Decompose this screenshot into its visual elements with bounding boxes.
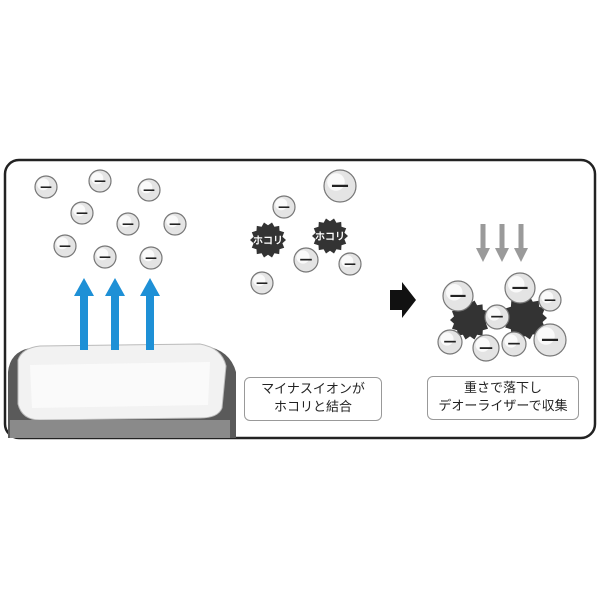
negative-ion: —: [93, 245, 117, 269]
negative-ion: —: [116, 212, 140, 236]
down-arrow-icon: [495, 224, 509, 262]
negative-ion: —: [484, 304, 510, 330]
negative-ion: —: [34, 175, 58, 199]
negative-ion: —: [250, 271, 274, 295]
dust-label: ホコリ: [315, 231, 345, 243]
dust-particles: ホコリ ホコリ: [250, 218, 547, 340]
right-arrow-icon: [390, 282, 416, 318]
negative-ion: —: [538, 288, 562, 312]
minus-icon: —: [256, 275, 268, 289]
dust-particle: [503, 296, 547, 340]
negative-ion: —: [70, 201, 94, 225]
negative-ion: —: [472, 334, 500, 362]
minus-icon: —: [300, 253, 313, 268]
down-arrow-icon: [514, 224, 528, 262]
minus-icon: —: [544, 292, 556, 306]
minus-icon: —: [491, 310, 504, 325]
minus-icon: —: [479, 340, 493, 356]
minus-icon: —: [169, 216, 181, 230]
minus-icon: —: [145, 250, 157, 264]
negative-ion: —: [139, 246, 163, 270]
negative-ions: — — — — — — — — — — — — — — — — — — — — — —: [34, 169, 567, 362]
minus-icon: —: [508, 337, 521, 352]
minus-icon: —: [40, 179, 52, 193]
negative-ion: —: [533, 323, 567, 357]
air-purifier-device: [8, 343, 236, 438]
negative-ion: —: [163, 212, 187, 236]
dust-label: ホコリ: [253, 235, 283, 247]
negative-ion: —: [504, 272, 536, 304]
minus-icon: —: [344, 256, 356, 270]
minus-icon: —: [444, 335, 457, 350]
negative-ion: —: [437, 329, 463, 355]
minus-icon: —: [76, 205, 88, 219]
negative-ion: —: [53, 234, 77, 258]
up-arrow-icon: [140, 278, 160, 350]
up-arrow-icon: [74, 278, 94, 350]
minus-icon: —: [122, 216, 134, 230]
negative-ion: —: [501, 331, 527, 357]
minus-icon: —: [541, 329, 559, 350]
caption-line: デオーライザーで収集: [438, 399, 568, 414]
negative-ion: —: [272, 195, 296, 219]
caption-line: 重さで落下し: [463, 381, 542, 396]
upward-airflow-arrows: [74, 278, 160, 350]
minus-icon: —: [512, 278, 529, 298]
minus-icon: —: [94, 173, 106, 187]
caption-line: ホコリと結合: [273, 400, 352, 415]
dust-particle: ホコリ: [250, 222, 286, 258]
downward-fall-arrows: [476, 224, 528, 262]
down-arrow-icon: [476, 224, 490, 262]
caption-fall-collect: 重さで落下し デオーライザーで収集: [427, 376, 579, 420]
negative-ion: —: [293, 247, 319, 273]
dust-particle: ホコリ: [312, 218, 348, 254]
caption-line: マイナスイオンが: [261, 382, 365, 397]
negative-ion: —: [323, 169, 357, 203]
negative-ion: —: [88, 169, 112, 193]
minus-icon: —: [450, 286, 467, 306]
up-arrow-icon: [105, 278, 125, 350]
minus-icon: —: [59, 238, 71, 252]
caption-ion-bond: マイナスイオンが ホコリと結合: [244, 377, 382, 421]
minus-icon: —: [331, 175, 349, 196]
minus-icon: —: [99, 249, 111, 263]
minus-icon: —: [278, 199, 290, 213]
negative-ion: —: [442, 280, 474, 312]
negative-ion: —: [137, 178, 161, 202]
negative-ion: —: [338, 252, 362, 276]
minus-icon: —: [143, 182, 155, 196]
